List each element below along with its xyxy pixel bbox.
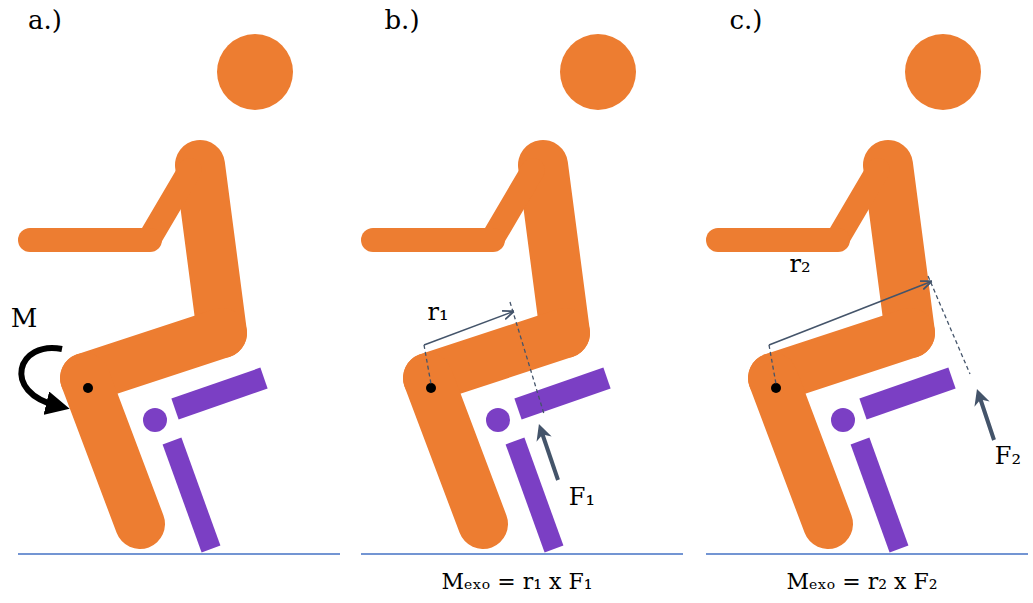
lever-arm-label: r₁ (427, 299, 448, 325)
equation: Mₑₓₒ = r₁ x F₁ (441, 570, 592, 594)
force-arrow (541, 430, 558, 480)
force-label: F₁ (569, 484, 595, 510)
lever-arm-arrow (769, 282, 930, 345)
lever-leader (769, 345, 776, 384)
moment-arrow (21, 348, 62, 406)
figure-a (18, 34, 340, 554)
panel-label: c.) (730, 6, 763, 35)
panel-label: b.) (384, 6, 419, 35)
moment-label: M (11, 304, 38, 333)
lever-arm-label: r₂ (789, 251, 810, 277)
force-line (510, 302, 544, 414)
force-label: F₂ (995, 443, 1021, 469)
figure-c (706, 34, 1028, 554)
equation: Mₑₓₒ = r₂ x F₂ (786, 570, 937, 594)
lever-leader (424, 345, 431, 384)
force-line (928, 276, 970, 374)
figure-b (361, 34, 683, 554)
panel-label: a.) (28, 6, 62, 35)
force-arrow (979, 395, 994, 440)
